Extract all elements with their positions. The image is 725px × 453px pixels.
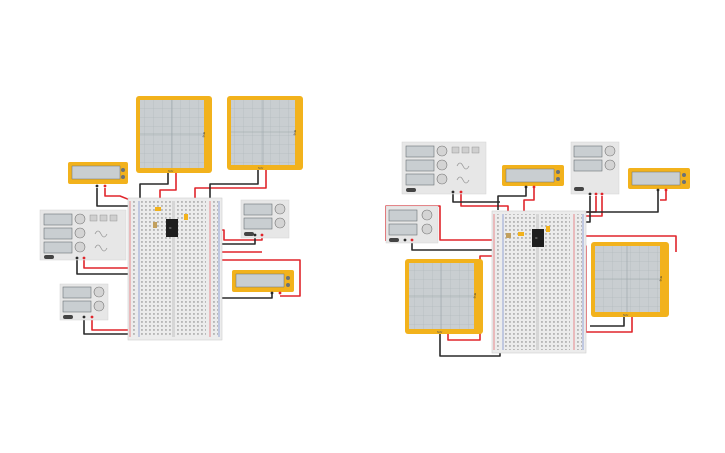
- multimeter[interactable]: [232, 270, 294, 295]
- function-generator[interactable]: [39, 209, 127, 261]
- wire-black[interactable]: [218, 292, 273, 299]
- scope-bottom-tag: NAV: [437, 330, 443, 334]
- wire-black[interactable]: [452, 194, 500, 203]
- resistor[interactable]: [155, 207, 161, 211]
- scope-tag: Trig: [293, 129, 297, 135]
- wire-black[interactable]: [96, 188, 134, 207]
- scope-bottom-tag: NAV: [168, 169, 174, 173]
- power-supply[interactable]: [570, 141, 620, 196]
- wire-black[interactable]: [83, 318, 134, 335]
- power-supply[interactable]: [59, 283, 109, 321]
- ic-chip[interactable]: [166, 219, 178, 237]
- wires-left: [76, 170, 301, 335]
- wire-red[interactable]: [660, 190, 667, 201]
- circuit-left: IC Trig NAV Trig NAV: [39, 96, 303, 341]
- multimeter[interactable]: [68, 162, 128, 188]
- wire-red[interactable]: [578, 196, 597, 213]
- oscilloscope[interactable]: Trig NAV: [227, 96, 303, 170]
- wire-black[interactable]: [209, 170, 259, 198]
- ic-chip[interactable]: [532, 229, 544, 247]
- chip-tag: IC: [169, 226, 172, 230]
- scope-bottom-tag: NAV: [623, 313, 629, 317]
- resistor[interactable]: [153, 222, 157, 228]
- resistor[interactable]: [506, 233, 511, 238]
- wire-red[interactable]: [83, 260, 134, 269]
- oscilloscope[interactable]: Trig NAV: [405, 259, 483, 334]
- wire-black[interactable]: [497, 186, 527, 210]
- capacitor[interactable]: [546, 226, 550, 232]
- wire-red[interactable]: [159, 173, 177, 205]
- oscilloscope[interactable]: Trig NAV: [591, 242, 669, 317]
- power-supply[interactable]: [240, 199, 290, 239]
- scope-tag: Trig: [659, 275, 663, 281]
- wire-red[interactable]: [91, 318, 134, 331]
- wire-black[interactable]: [76, 260, 134, 275]
- capacitor[interactable]: [184, 214, 188, 220]
- wire-black[interactable]: [215, 236, 256, 245]
- resistor[interactable]: [518, 232, 524, 236]
- multimeter[interactable]: [502, 165, 564, 189]
- multimeter[interactable]: [628, 168, 690, 192]
- wire-red[interactable]: [447, 255, 494, 341]
- scope-bottom-tag: NAV: [258, 166, 264, 170]
- function-generator[interactable]: [401, 141, 487, 195]
- chip-tag: IC: [535, 236, 538, 240]
- wire-black[interactable]: [139, 173, 169, 210]
- oscilloscope[interactable]: Trig NAV: [136, 96, 212, 173]
- circuit-right: IC: [385, 141, 690, 357]
- scope-tag: Trig: [202, 131, 206, 137]
- scope-tag: Trig: [473, 292, 477, 298]
- wire-black[interactable]: [411, 243, 494, 251]
- wire-black[interactable]: [590, 317, 625, 327]
- power-supply[interactable]: [385, 205, 439, 244]
